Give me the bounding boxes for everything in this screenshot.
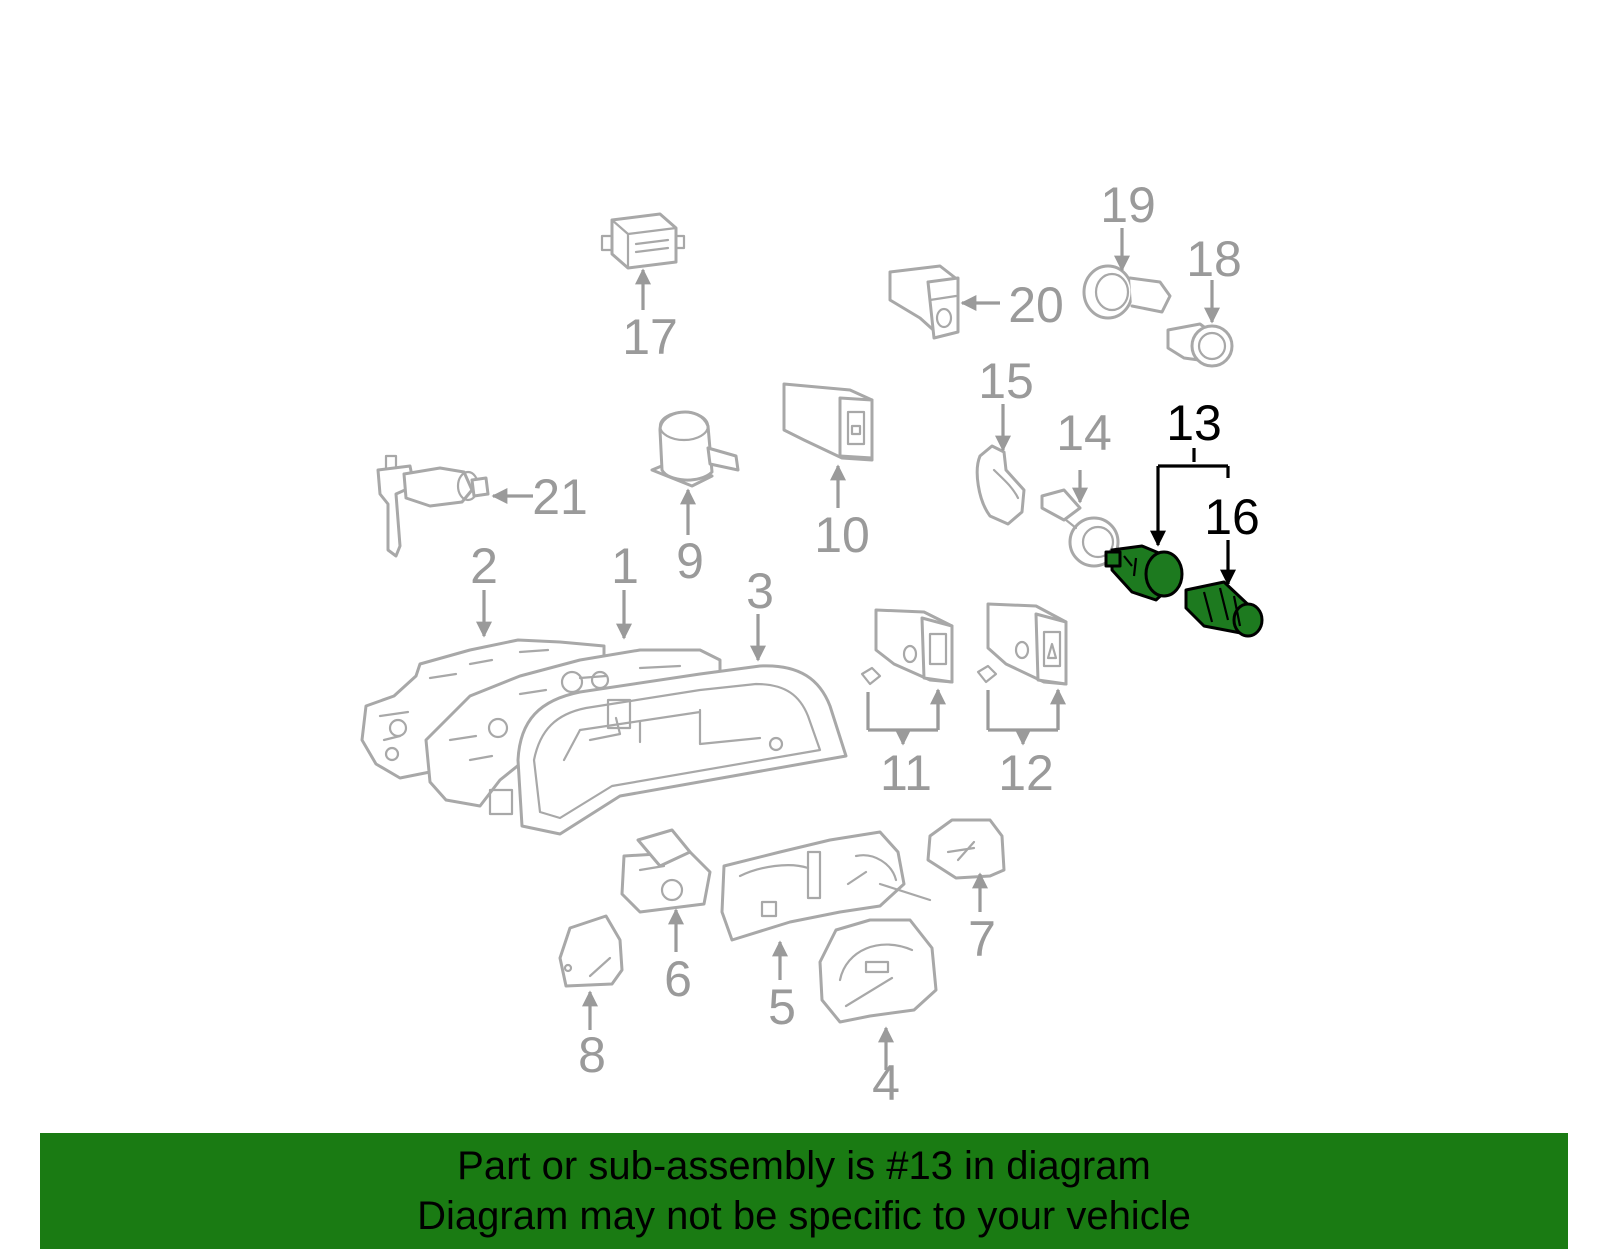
part-6-bracket[interactable] [620, 828, 712, 914]
callout-7: 7 [968, 911, 996, 967]
part-9-knob[interactable] [650, 410, 740, 488]
part-7-gauge[interactable] [926, 818, 1006, 880]
banner-line-1: Part or sub-assembly is #13 in diagram [457, 1144, 1151, 1188]
part-10-switch[interactable] [782, 382, 874, 462]
part-11-switch[interactable] [860, 608, 954, 686]
callout-1: 1 [611, 538, 639, 594]
part-17-relay[interactable] [600, 212, 686, 270]
callout-20: 20 [1008, 277, 1064, 333]
part-5-dial-plate[interactable] [720, 830, 932, 942]
callout-12: 12 [998, 745, 1054, 801]
callout-14: 14 [1056, 405, 1112, 461]
banner-line-2: Diagram may not be specific to your vehi… [417, 1194, 1191, 1238]
callout-13: 13 [1166, 395, 1222, 451]
part-19-ring[interactable] [1082, 264, 1172, 320]
callout-5: 5 [768, 979, 796, 1035]
callout-3: 3 [746, 563, 774, 619]
callout-11: 11 [880, 745, 932, 801]
part-15-bracket[interactable] [975, 444, 1026, 526]
leader-11 [866, 690, 940, 744]
bracket-13 [1158, 448, 1228, 545]
callout-9: 9 [676, 533, 704, 589]
part-18-socket[interactable] [1166, 322, 1234, 368]
callout-19: 19 [1100, 177, 1156, 233]
part-4-speedometer[interactable] [818, 918, 938, 1024]
part-13-socket-highlighted[interactable] [1104, 544, 1184, 602]
part-3-cluster-lens[interactable] [516, 664, 848, 836]
callout-6: 6 [664, 951, 692, 1007]
callout-2: 2 [470, 538, 498, 594]
callout-17: 17 [622, 309, 678, 365]
callout-21: 21 [532, 469, 588, 525]
part-20-switch[interactable] [888, 264, 960, 340]
part-16-plug-highlighted[interactable] [1184, 580, 1264, 638]
callout-4: 4 [872, 1055, 900, 1111]
callout-10: 10 [814, 507, 870, 563]
part-21-lock[interactable] [376, 454, 490, 558]
part-12-switch[interactable] [976, 602, 1068, 686]
part-8-gauge[interactable] [558, 914, 624, 988]
callout-15: 15 [978, 353, 1034, 409]
callout-16: 16 [1204, 489, 1260, 545]
callout-8: 8 [578, 1027, 606, 1083]
leader-12 [986, 690, 1060, 744]
callout-18: 18 [1186, 231, 1242, 287]
notice-banner: Part or sub-assembly is #13 in diagram D… [40, 1133, 1568, 1249]
